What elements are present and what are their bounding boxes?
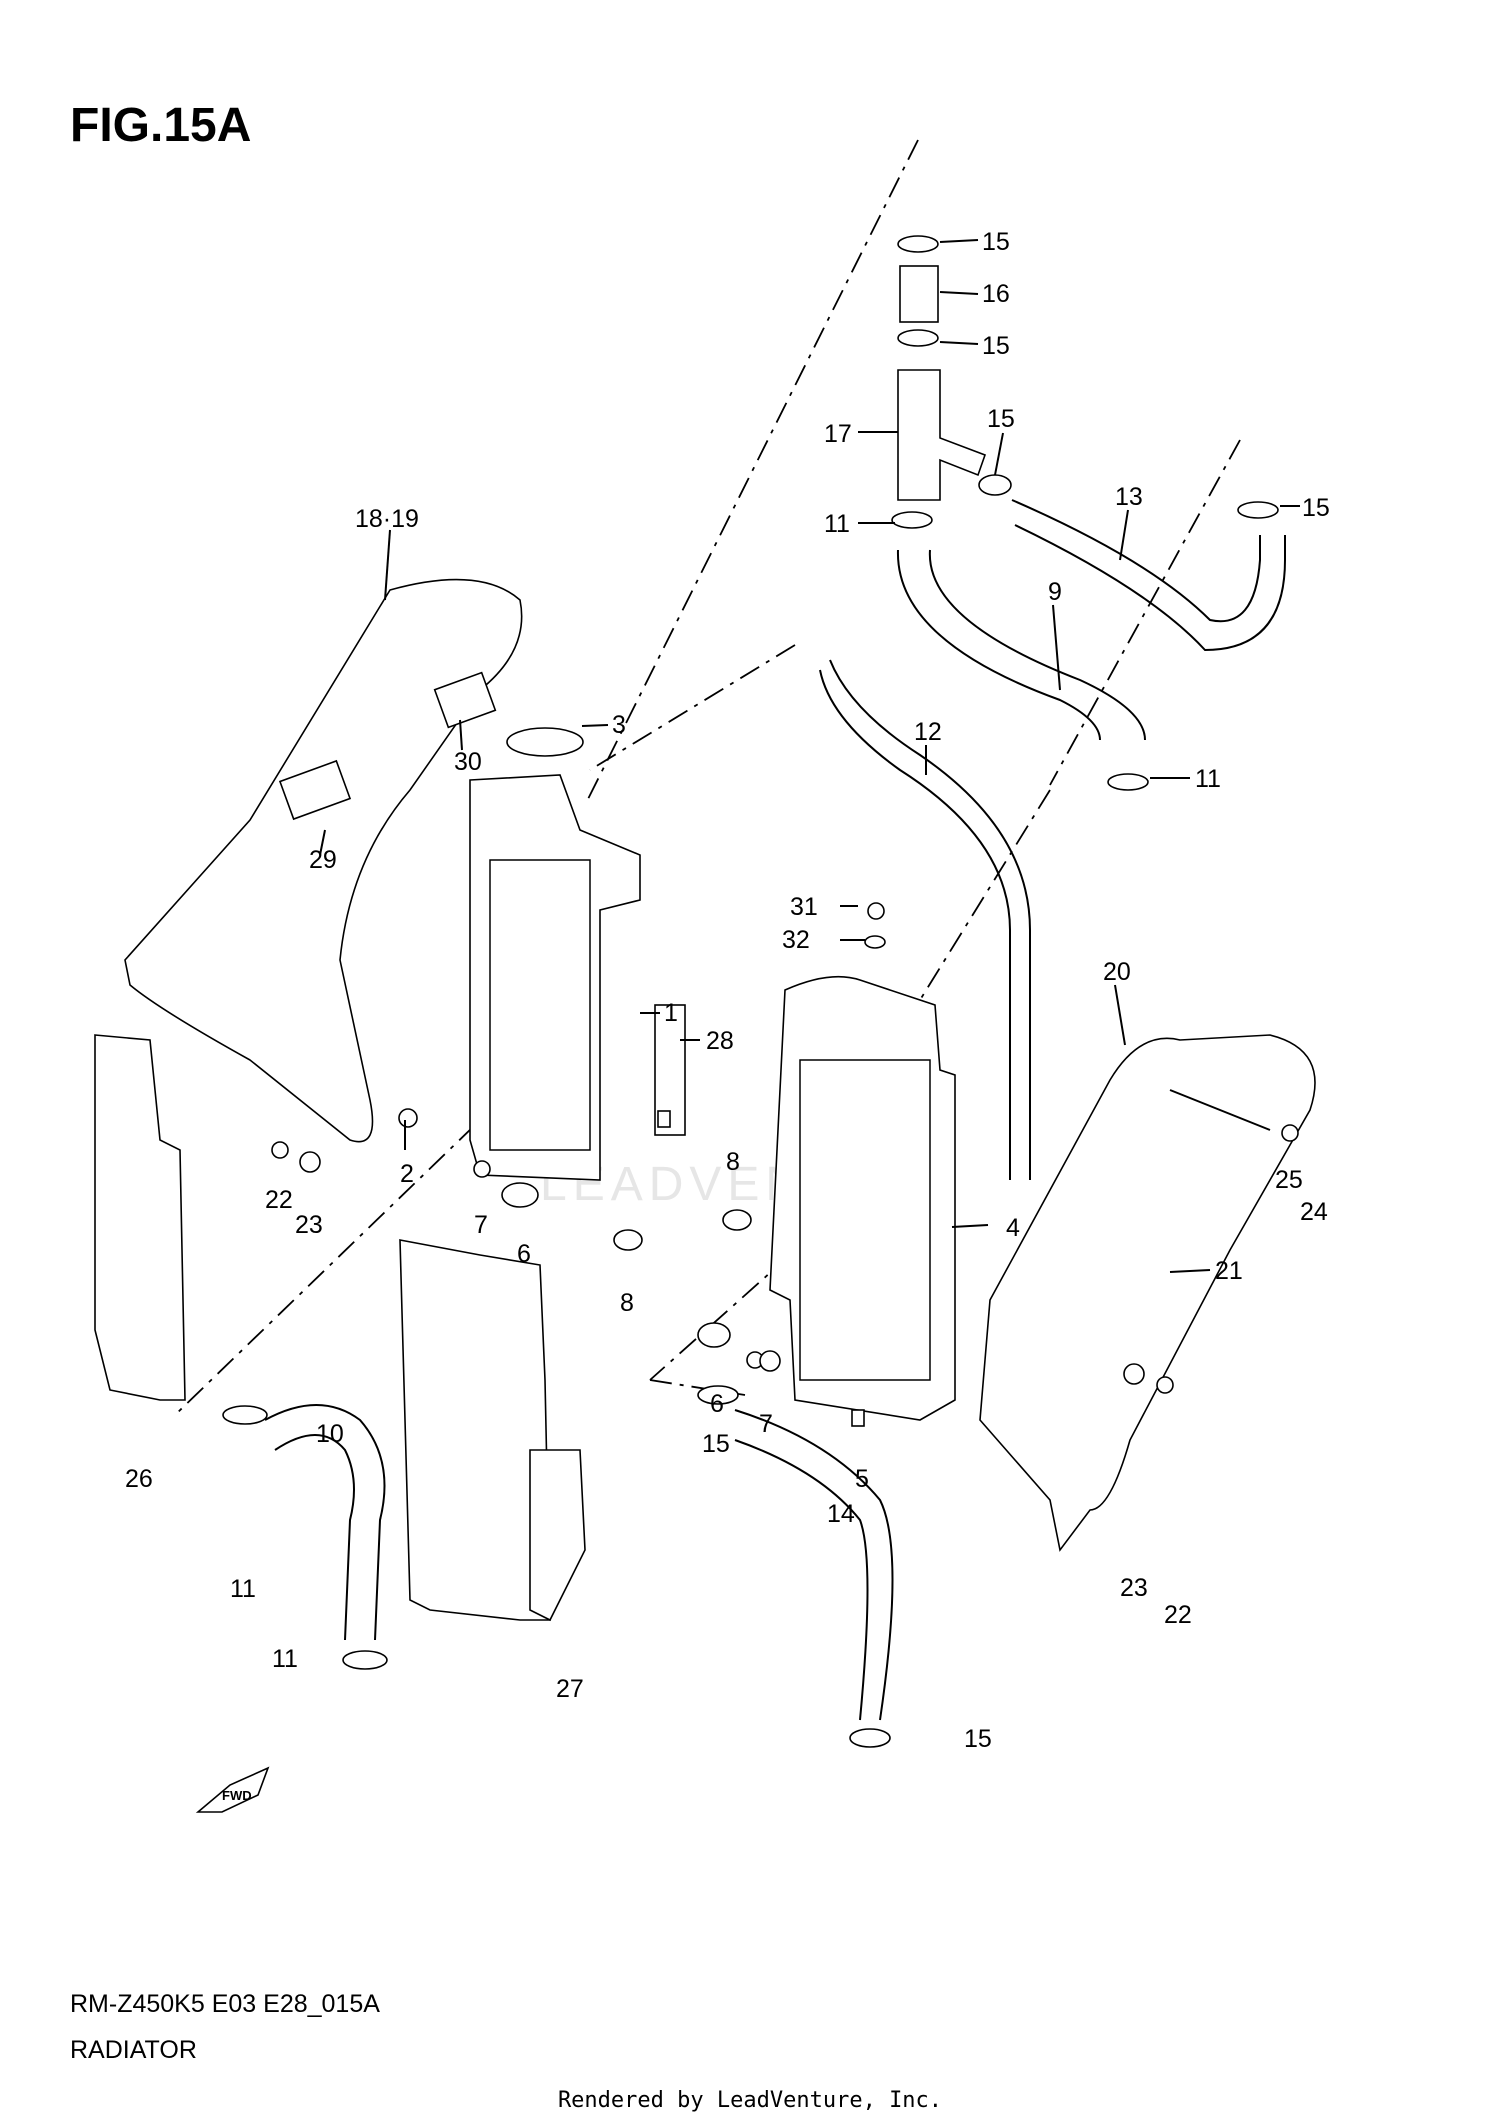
callout-label: 4: [1006, 1214, 1020, 1242]
right-radiator-4-icon: [769, 935, 956, 1421]
callout-label: 22: [1164, 1601, 1192, 1629]
callout-label: 17: [824, 420, 852, 448]
callout-label: 15: [1302, 494, 1330, 522]
callout-label: 6: [710, 1390, 724, 1418]
callout-label: 22: [265, 1186, 293, 1214]
callout-label: 8: [726, 1148, 740, 1176]
callout-label: 15: [964, 1725, 992, 1753]
t-joint-17-icon: [897, 369, 987, 501]
callout-label: 18·19: [355, 505, 419, 533]
right-shroud-20-21-icon: [979, 1034, 1316, 1552]
callout-label: 10: [316, 1420, 344, 1448]
callout-label: 7: [759, 1410, 773, 1438]
hose-13-icon: [1011, 499, 1286, 652]
callout-label: 15: [702, 1430, 730, 1458]
callout-label: 31: [790, 893, 818, 921]
callout-label: 3: [612, 711, 626, 739]
callout-label: 12: [914, 718, 942, 746]
callout-label: 21: [1215, 1257, 1243, 1285]
hose-clamp-icon: [1237, 501, 1279, 519]
hose-clamp-icon: [849, 1728, 891, 1748]
hardware-icons: [271, 902, 1299, 1427]
hose-14-icon: [734, 1409, 894, 1721]
callout-label: 23: [295, 1211, 323, 1239]
callout-label: 15: [987, 405, 1015, 433]
callout-label: 15: [982, 332, 1010, 360]
fwd-label: FWD: [222, 1788, 252, 1803]
callout-label: 2: [400, 1160, 414, 1188]
callout-label: 14: [827, 1500, 855, 1528]
callout-label: 5: [855, 1465, 869, 1493]
callout-label: 11: [1195, 765, 1221, 793]
section-name: RADIATOR: [70, 2036, 197, 2064]
overflow-hose-12-icon: [819, 659, 1031, 1180]
hose-clamp-icon: [222, 1405, 268, 1425]
leader-lines: [319, 239, 1300, 1273]
callout-label: 15: [982, 228, 1010, 256]
hose-clamp-icon: [697, 1385, 739, 1405]
callout-label: 11: [272, 1645, 298, 1673]
callout-label: 13: [1115, 483, 1143, 511]
seal-29-icon: [278, 759, 352, 821]
callout-label: 11: [230, 1575, 256, 1603]
fwd-arrow-icon: FWD: [195, 1766, 270, 1813]
callout-numbers: 15 16 15 17 15 13 15 11 9 11 18·19 3 30 …: [125, 228, 1330, 1753]
callout-label: 9: [1048, 578, 1062, 606]
hose-clamp-icon: [897, 235, 939, 253]
hose-clamp-icon: [978, 474, 1012, 496]
callout-label: 1: [664, 999, 678, 1027]
hose-16-icon: [899, 265, 939, 323]
footer-credit: Rendered by LeadVenture, Inc.: [557, 2088, 943, 2113]
callout-label: 11: [824, 510, 850, 538]
seal-30-icon: [433, 671, 497, 729]
louver-lower-icon: [529, 1449, 586, 1622]
hose-clamp-icon: [897, 329, 939, 347]
left-radiator-1-icon: [469, 774, 686, 1181]
callout-label: 29: [309, 846, 337, 874]
radiator-cap-3-icon: [506, 727, 584, 757]
callout-label: 26: [125, 1465, 153, 1493]
hose-9-icon: [896, 549, 1146, 741]
hose-clamp-icon: [891, 511, 933, 529]
callout-label: 7: [474, 1211, 488, 1239]
model-code: RM-Z450K5 E03 E28_015A: [70, 1990, 380, 2018]
callout-label: 6: [517, 1240, 531, 1268]
figure-title: FIG.15A: [70, 99, 252, 152]
callout-label: 32: [782, 926, 810, 954]
hose-clamp-icon: [1107, 773, 1149, 791]
callout-label: 25: [1275, 1166, 1303, 1194]
callout-label: 24: [1300, 1198, 1328, 1226]
callout-label: 16: [982, 280, 1010, 308]
louver-27-icon: [399, 1239, 551, 1621]
hose-10-icon: [264, 1404, 386, 1641]
callout-label: 30: [454, 748, 482, 776]
left-cover-26-icon: [94, 1034, 186, 1401]
callout-label: 8: [620, 1289, 634, 1317]
callout-label: 23: [1120, 1574, 1148, 1602]
callout-label: 20: [1103, 958, 1131, 986]
reference-dashed-lines: [174, 139, 1241, 1416]
callout-label: 28: [706, 1027, 734, 1055]
left-shroud-18-19-icon: [124, 578, 523, 1143]
callout-label: 27: [556, 1675, 584, 1703]
upper-hose-assembly: [891, 235, 1286, 791]
hose-clamp-icon: [342, 1650, 388, 1670]
